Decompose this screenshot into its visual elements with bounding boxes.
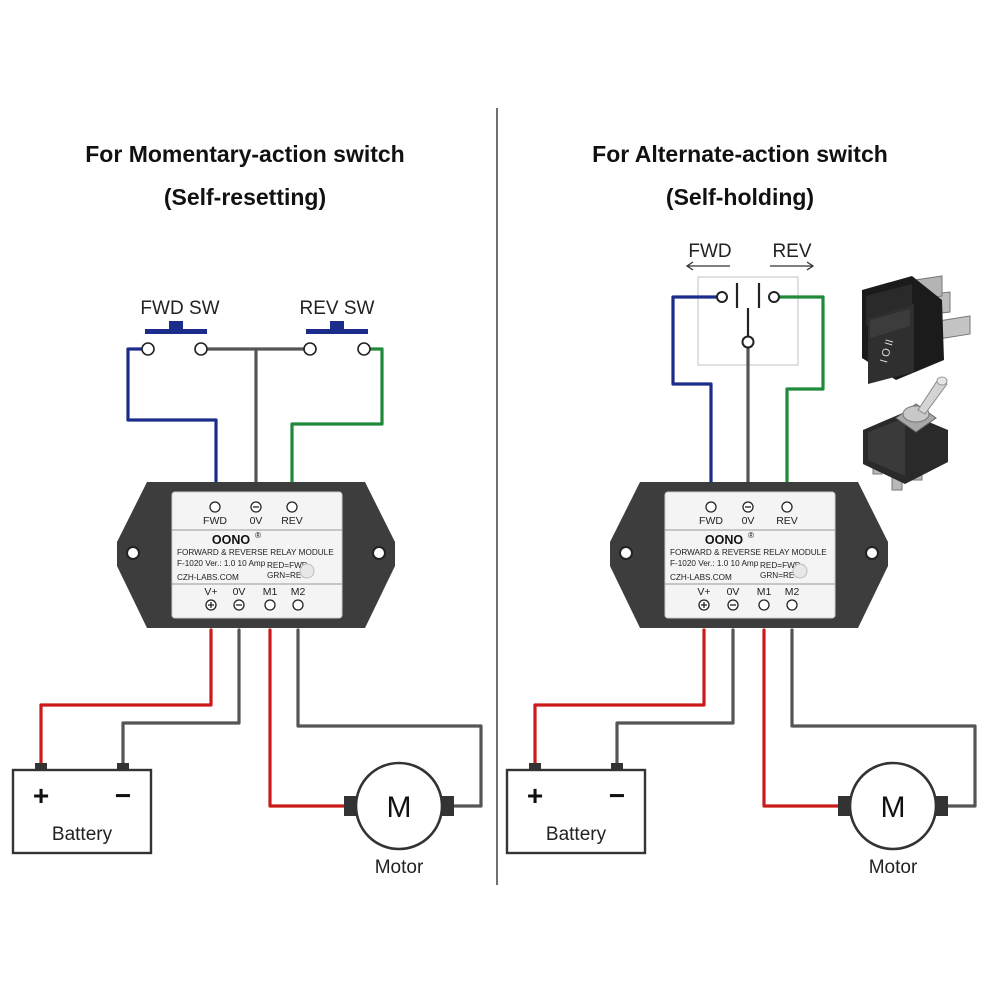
module-led-line2: GRN=REV: [760, 571, 800, 580]
fwd-direction-arrow: [685, 261, 730, 271]
rev-direction-arrow: [770, 261, 815, 271]
right-red-m1-wire: [762, 628, 843, 808]
left-red-vplus-wire: [39, 628, 213, 770]
right-panel: For Alternate-action switch (Self-holdin…: [505, 141, 977, 878]
right-battery: + − Battery: [505, 763, 647, 855]
module-led-line1: RED=FWD: [760, 561, 801, 570]
right-red-vplus-wire: [533, 628, 706, 770]
module-m2-terminal-label: M2: [785, 586, 800, 598]
module-fwd-terminal-label: FWD: [203, 515, 227, 527]
right-motor-label: Motor: [869, 857, 918, 878]
module-0v-bottom-terminal-label: 0V: [233, 586, 246, 598]
right-relay-module: FWD 0V REV OONO ® FORWARD & REVERSE RELA…: [610, 482, 888, 628]
left-panel: For Momentary-action switch (Self-resett…: [11, 141, 483, 878]
left-battery: + − Battery: [11, 763, 153, 855]
module-line2: F-1020 Ver.: 1.0 10 Amp: [670, 559, 759, 568]
right-title-line1: For Alternate-action switch: [592, 141, 888, 167]
module-line2: F-1020 Ver.: 1.0 10 Amp: [177, 559, 266, 568]
module-rev-terminal-label: REV: [776, 515, 798, 527]
left-gray-0v-wire: [121, 628, 241, 770]
rev-momentary-switch: [303, 321, 371, 356]
module-line3: CZH-LABS.COM: [670, 573, 732, 582]
module-led-line1: RED=FWD: [267, 561, 308, 570]
module-0v-terminal-label: 0V: [250, 515, 263, 527]
module-m1-terminal-label: M1: [263, 586, 278, 598]
module-line1: FORWARD & REVERSE RELAY MODULE: [177, 548, 334, 557]
right-gray-m2-wire: [790, 628, 977, 808]
module-line1: FORWARD & REVERSE RELAY MODULE: [670, 548, 827, 557]
left-motor-symbol: M: [387, 791, 412, 824]
right-rev-label: REV: [772, 241, 811, 262]
left-motor: M Motor: [344, 761, 454, 878]
right-motor-symbol: M: [881, 791, 906, 824]
left-gray-common-wire: [199, 347, 312, 492]
right-gray-0v-wire: [615, 628, 735, 770]
module-brand-mark: ®: [255, 531, 261, 540]
left-title-line1: For Momentary-action switch: [85, 141, 404, 167]
module-rev-terminal-label: REV: [281, 515, 303, 527]
rocker-switch-photo: I O II: [862, 275, 971, 384]
toggle-switch-photo: [863, 376, 948, 491]
module-status-led: [299, 563, 315, 579]
module-status-led: [792, 563, 808, 579]
alternate-switch-symbol: [716, 283, 780, 349]
right-green-wire: [774, 295, 825, 492]
left-relay-module: FWD 0V REV OONO ® FORWARD & REVERSE RELA…: [117, 482, 395, 628]
left-battery-plus: +: [33, 780, 49, 811]
right-battery-plus: +: [527, 780, 543, 811]
right-blue-wire: [671, 295, 722, 492]
module-led-line2: GRN=REV: [267, 571, 307, 580]
module-brand: OONO: [705, 533, 743, 547]
right-title-line2: (Self-holding): [666, 184, 814, 210]
left-gray-m2-wire: [296, 628, 483, 808]
left-blue-wire: [126, 347, 218, 492]
left-fwd-sw-label: FWD SW: [140, 298, 219, 319]
module-0v-terminal-label: 0V: [742, 515, 755, 527]
module-brand: OONO: [212, 533, 250, 547]
right-motor: M Motor: [838, 761, 948, 878]
module-m2-terminal-label: M2: [291, 586, 306, 598]
module-0v-bottom-terminal-label: 0V: [727, 586, 740, 598]
module-fwd-terminal-label: FWD: [699, 515, 723, 527]
left-motor-label: Motor: [375, 857, 424, 878]
right-battery-minus: −: [609, 780, 625, 811]
left-green-wire: [290, 347, 384, 492]
right-battery-label: Battery: [546, 824, 607, 845]
left-title-line2: (Self-resetting): [164, 184, 326, 210]
module-line3: CZH-LABS.COM: [177, 573, 239, 582]
left-red-m1-wire: [268, 628, 349, 808]
left-battery-minus: −: [115, 780, 131, 811]
module-vplus-terminal-label: V+: [204, 586, 217, 598]
left-battery-label: Battery: [52, 824, 113, 845]
module-vplus-terminal-label: V+: [697, 586, 710, 598]
left-rev-sw-label: REV SW: [300, 298, 375, 319]
module-brand-mark: ®: [748, 531, 754, 540]
module-m1-terminal-label: M1: [757, 586, 772, 598]
fwd-momentary-switch: [141, 321, 208, 356]
right-fwd-label: FWD: [688, 241, 731, 262]
